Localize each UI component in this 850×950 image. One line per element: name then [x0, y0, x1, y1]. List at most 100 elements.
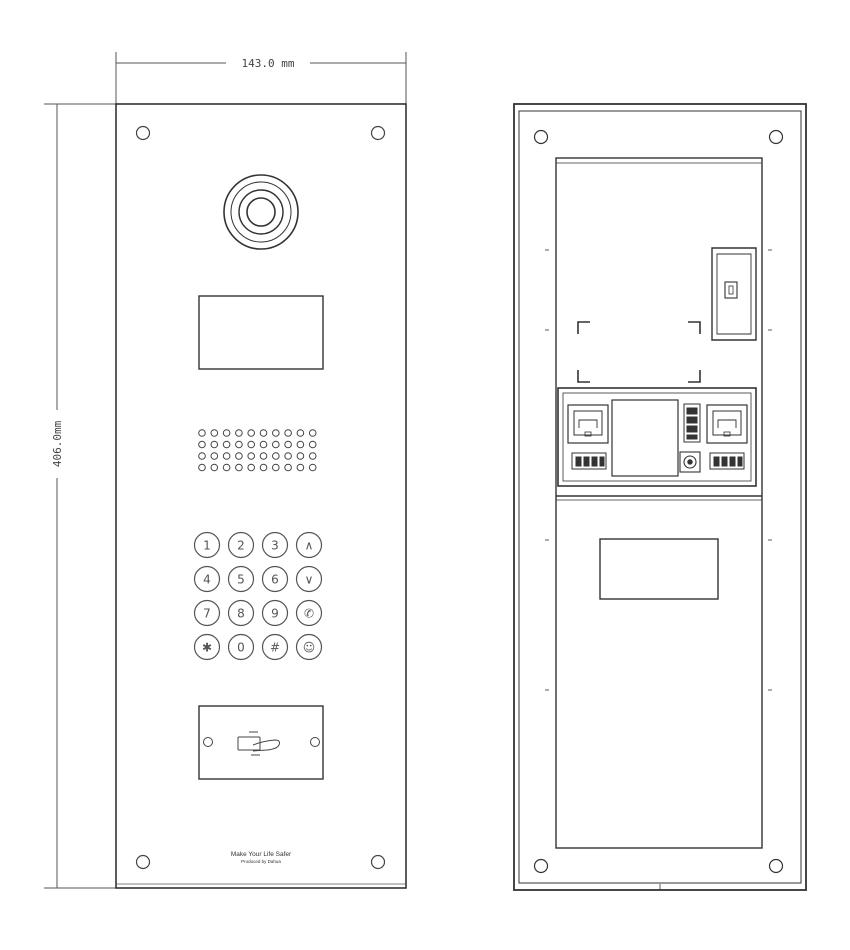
speaker-hole: [222, 429, 231, 437]
screw-hole: [533, 858, 549, 874]
key-star-label: ✱: [202, 641, 212, 655]
terminal-block: [709, 452, 745, 470]
key-star-button[interactable]: ✱: [193, 633, 221, 661]
key-0-label: 0: [237, 641, 245, 655]
key-1-button[interactable]: 1: [193, 531, 221, 559]
speaker-hole: [222, 452, 231, 460]
screw-hole: [370, 854, 386, 870]
speaker-hole: [210, 452, 219, 460]
key-2-label: 2: [237, 539, 245, 553]
speaker-hole: [284, 429, 292, 437]
key-2-button[interactable]: 2: [227, 531, 255, 559]
width-dimension: [115, 52, 407, 104]
key-contact-label: ☺: [303, 641, 316, 655]
screw-hole: [533, 129, 549, 145]
screw-hole: [135, 854, 151, 870]
rear-window: [599, 538, 719, 600]
speaker-hole: [247, 463, 255, 472]
key-6-label: 6: [271, 573, 279, 587]
key-0-button[interactable]: 0: [227, 633, 255, 661]
speaker-hole: [222, 440, 231, 449]
speaker-hole: [272, 463, 280, 472]
screw-hole: [768, 129, 784, 145]
speaker-hole: [235, 452, 243, 460]
speaker-hole: [235, 429, 243, 437]
ethernet-port-icon: [706, 404, 748, 444]
front-panel: 1 2 3 ∧ 4 5 6 ∨ 7 8 9 ✆ ✱ 0 # ☺ Make Your Life Safer Pr…: [115, 103, 407, 889]
terminal-block: [571, 452, 607, 470]
speaker-hole: [259, 429, 268, 437]
speaker-hole: [296, 440, 305, 449]
key-contact-button[interactable]: ☺: [295, 633, 323, 661]
speaker-hole: [210, 440, 219, 449]
speaker-hole: [259, 452, 268, 460]
key-call-button[interactable]: ✆: [295, 599, 323, 627]
speaker-hole: [210, 463, 219, 472]
speaker-hole: [272, 452, 280, 460]
speaker-hole: [198, 463, 206, 472]
speaker-hole: [222, 463, 231, 472]
key-hash-button[interactable]: #: [261, 633, 289, 661]
speaker-hole: [210, 429, 219, 437]
speaker-hole: [259, 440, 268, 449]
speaker-hole: [284, 440, 292, 449]
key-up-label: ∧: [305, 539, 314, 553]
speaker-hole: [247, 429, 255, 437]
keypad: 1 2 3 ∧ 4 5 6 ∨ 7 8 9 ✆ ✱ 0 # ☺: [193, 531, 323, 661]
speaker-grille: [198, 429, 317, 472]
speaker-hole: [308, 463, 317, 472]
width-dimension-label: 143.0 mm: [242, 57, 295, 70]
tamper-switch: [711, 247, 757, 341]
speaker-hole: [247, 452, 255, 460]
height-dimension: [44, 103, 116, 889]
key-4-button[interactable]: 4: [193, 565, 221, 593]
screw-hole: [370, 125, 386, 141]
screw-hole: [768, 858, 784, 874]
key-call-label: ✆: [304, 607, 314, 621]
speaker-hole: [308, 452, 317, 460]
key-down-label: ∨: [305, 573, 314, 587]
edge-marks: [545, 249, 772, 890]
rear-panel: [513, 103, 807, 891]
key-5-label: 5: [237, 573, 245, 587]
key-down-button[interactable]: ∨: [295, 565, 323, 593]
key-8-button[interactable]: 8: [227, 599, 255, 627]
status-leds: [683, 403, 701, 443]
speaker-hole: [284, 463, 292, 472]
key-4-label: 4: [203, 573, 211, 587]
speaker-hole: [198, 452, 206, 460]
speaker-hole: [272, 429, 280, 437]
height-dimension-label: 406.0mm: [51, 420, 64, 467]
screw-hole: [135, 125, 151, 141]
brand-producer: Produced by Dahua: [241, 859, 281, 864]
dc-power-icon: [679, 451, 701, 473]
speaker-hole: [198, 440, 206, 449]
speaker-hole: [296, 429, 305, 437]
key-6-button[interactable]: 6: [261, 565, 289, 593]
speaker-hole: [272, 440, 280, 449]
hand-card-icon: [237, 731, 280, 756]
key-9-button[interactable]: 9: [261, 599, 289, 627]
speaker-hole: [259, 463, 268, 472]
speaker-hole: [308, 440, 317, 449]
speaker-hole: [198, 429, 206, 437]
connector-board: [557, 387, 757, 487]
speaker-hole: [284, 452, 292, 460]
key-8-label: 8: [237, 607, 245, 621]
key-1-label: 1: [203, 539, 211, 553]
speaker-hole: [308, 429, 317, 437]
key-3-button[interactable]: 3: [261, 531, 289, 559]
brand-slogan: Make Your Life Safer: [231, 851, 292, 858]
key-5-button[interactable]: 5: [227, 565, 255, 593]
speaker-hole: [296, 452, 305, 460]
key-7-label: 7: [203, 607, 211, 621]
key-7-button[interactable]: 7: [193, 599, 221, 627]
key-up-button[interactable]: ∧: [295, 531, 323, 559]
key-hash-label: #: [270, 641, 280, 655]
speaker-hole: [235, 463, 243, 472]
speaker-hole: [247, 440, 255, 449]
center-module: [611, 399, 679, 477]
card-reader: [198, 705, 324, 780]
back-housing: [555, 157, 763, 849]
